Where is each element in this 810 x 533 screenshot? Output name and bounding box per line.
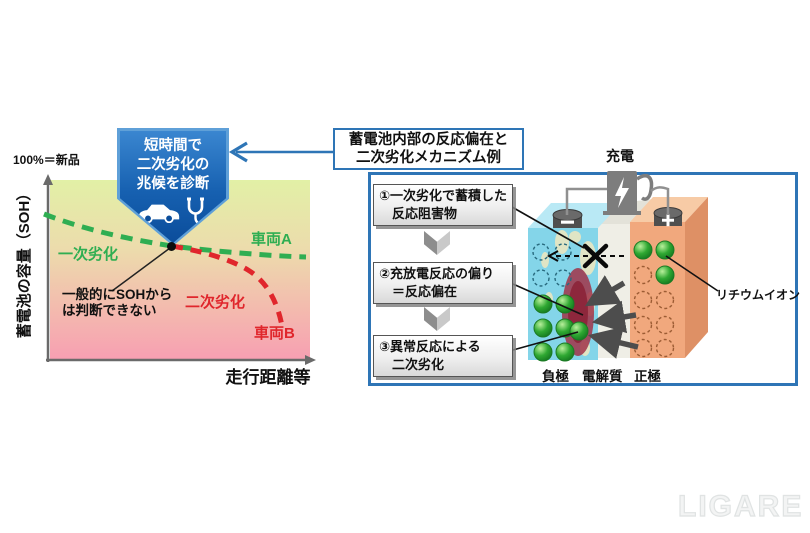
diagnosis-badge-text: 短時間で 二次劣化の 兆候を診断 [136,138,210,192]
y-axis-label: 蓄電池の容量（SOH） [16,185,33,339]
soh-axes [43,174,316,365]
vacant-sites-positive [633,265,675,358]
step-3-line2: 二次劣化 [392,357,445,372]
electrolyte-label: 電解質 [582,369,623,384]
positive-electrode-side [685,197,708,358]
charger-icon [603,171,654,215]
step-1-box: ①一次劣化で蓄積した 反応阻害物 [373,184,513,226]
negative-electrode-label: 負極 [542,369,569,384]
vehicle-a-label: 車両A [251,231,292,248]
step-2-line2: ＝反応偏在 [392,284,458,299]
title-to-badge-arrow [228,141,333,163]
vehicle-b-label: 車両B [254,325,295,342]
car-icon [138,204,179,223]
degradation-curves [43,211,307,327]
blocked-ion-path [546,243,624,269]
primary-degradation-label: 一次劣化 [58,246,119,263]
positive-electrode-label: 正極 [634,369,661,384]
charger-wires [565,186,670,215]
vacant-sites-negative [532,243,572,287]
chevron-down-icon [424,231,450,255]
soh-100-percent-label: 100%＝新品 [13,153,80,167]
reaction-concentration-arrows [584,275,639,359]
lithium-ions [533,240,675,362]
lithium-ion-label: リチウムイオン [716,288,801,302]
mechanism-title: 蓄電池内部の反応偏在と 二次劣化メカニズム例 [333,128,524,170]
callout-lines [511,206,719,351]
step-1-line1: ①一次劣化で蓄積した [379,188,508,203]
step-2-box: ②充放電反応の偏り ＝反応偏在 [373,262,513,304]
diagnosis-badge-icons [120,197,226,227]
ligare-watermark: LIGARE [677,489,804,523]
secondary-degradation-label: 二次劣化 [185,294,246,311]
step-2-line1: ②充放電反応の偏り [379,266,495,281]
soh-annotation: 一般的にSOHから は判断できない [62,287,173,319]
step-3-line1: ③異常反応による [379,339,481,354]
step-1-line2: 反応阻害物 [392,206,458,221]
divergence-point-dot [167,242,176,251]
chevron-down-icon [424,307,450,331]
charge-label: 充電 [606,148,634,164]
step-3-box: ③異常反応による 二次劣化 [373,335,513,377]
battery-schematic [511,171,719,362]
x-axis-label: 走行距離等 [225,368,311,387]
